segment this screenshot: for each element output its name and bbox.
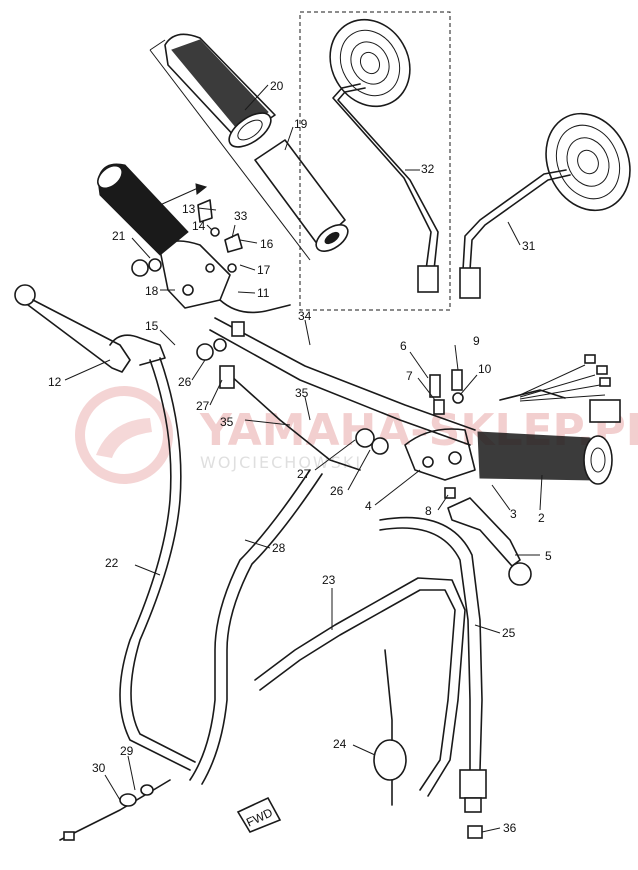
callout-28: 28 <box>272 541 286 555</box>
callouts: 20 19 32 31 13 33 14 16 21 17 18 11 15 3… <box>48 79 552 835</box>
throttle-grip <box>149 33 311 261</box>
right-grip <box>477 431 613 485</box>
cables <box>59 357 487 841</box>
callout-18: 18 <box>145 284 159 298</box>
callout-17: 17 <box>257 263 271 277</box>
callout-35a: 35 <box>295 386 309 400</box>
mirror-left <box>299 11 451 311</box>
callout-16: 16 <box>260 237 274 251</box>
wire-harness <box>519 354 621 423</box>
callout-19: 19 <box>294 117 308 131</box>
watermark-subtitle: WOJCIECHOWSKI <box>200 453 362 472</box>
callout-9: 9 <box>473 334 480 348</box>
callout-22: 22 <box>105 556 119 570</box>
callout-6: 6 <box>400 339 407 353</box>
callout-12: 12 <box>48 375 62 389</box>
leader-lines <box>64 84 543 833</box>
callout-4: 4 <box>365 499 372 513</box>
callout-25: 25 <box>502 626 516 640</box>
hardware <box>196 321 464 499</box>
callout-13: 13 <box>182 202 196 216</box>
callout-32: 32 <box>421 162 435 176</box>
callout-36: 36 <box>503 821 517 835</box>
callout-8: 8 <box>425 504 432 518</box>
left-switch-housing <box>131 199 291 314</box>
right-switch-housing <box>404 389 566 481</box>
callout-2: 2 <box>538 511 545 525</box>
callout-26a: 26 <box>178 375 192 389</box>
callout-24: 24 <box>333 737 347 751</box>
callout-34: 34 <box>298 309 312 323</box>
fwd-arrow: FWD <box>236 796 282 833</box>
callout-30: 30 <box>92 761 106 775</box>
throttle-sleeve <box>254 139 349 252</box>
callout-5: 5 <box>545 549 552 563</box>
left-grip <box>97 163 208 256</box>
callout-20: 20 <box>270 79 284 93</box>
brake-lever <box>447 497 532 586</box>
callout-35b: 35 <box>220 415 234 429</box>
callout-3: 3 <box>510 507 517 521</box>
mirror-right <box>459 112 631 299</box>
callout-27b: 27 <box>297 467 311 481</box>
callout-29: 29 <box>120 744 134 758</box>
callout-26b: 26 <box>330 484 344 498</box>
callout-23: 23 <box>322 573 336 587</box>
callout-27a: 27 <box>196 399 210 413</box>
callout-11: 11 <box>257 286 270 300</box>
callout-21: 21 <box>112 229 126 243</box>
callout-7: 7 <box>406 369 413 383</box>
callout-15: 15 <box>145 319 159 333</box>
callout-33: 33 <box>234 209 248 223</box>
callout-31: 31 <box>522 239 536 253</box>
clutch-lever <box>14 284 166 373</box>
handlebar <box>209 317 476 471</box>
callout-10: 10 <box>478 362 492 376</box>
callout-14: 14 <box>192 219 206 233</box>
